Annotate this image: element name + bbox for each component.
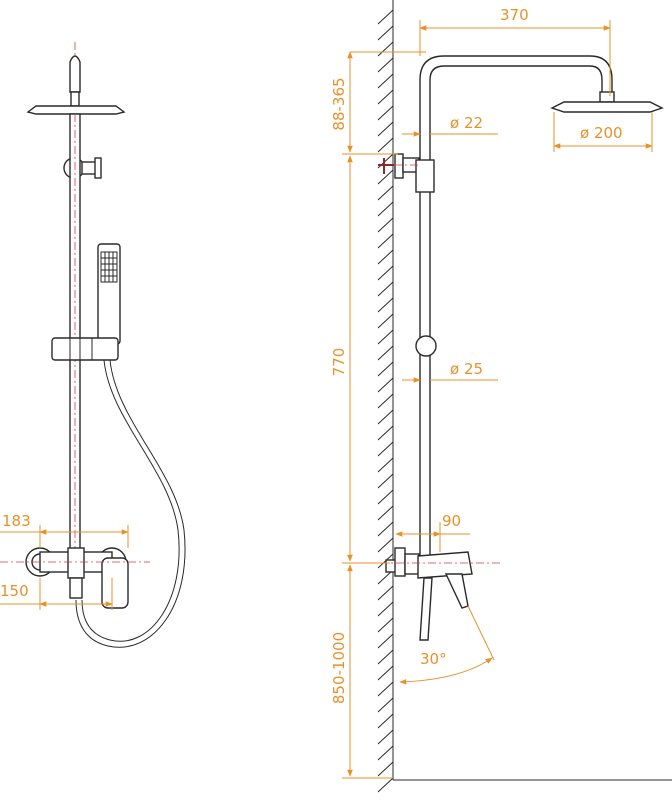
wall-hatch-line — [377, 617, 394, 633]
hose — [81, 359, 180, 642]
wall-hatch-line — [377, 505, 394, 521]
dim-pipe-top-diameter: ø 22 — [450, 114, 483, 132]
wall-hatch-line — [377, 537, 394, 553]
wall-hatch-line — [377, 121, 394, 137]
dim-mixer-depth: 90 — [442, 512, 461, 530]
wall-hatch-line — [377, 201, 394, 217]
wall-hatch-line — [377, 457, 394, 473]
wall-hatch-line — [377, 137, 394, 153]
wall-hatch-line — [377, 441, 394, 457]
wall-hatch-line — [377, 73, 394, 89]
dim-top-width: 370 — [500, 6, 529, 24]
wall-hatch-line — [377, 745, 394, 761]
slider-knob-side — [415, 335, 437, 357]
wall-hatch-line — [377, 649, 394, 665]
wall-hatch-line — [377, 697, 394, 713]
wall-hatch-line — [377, 345, 394, 361]
dim-mount-height: 850-1000 — [330, 632, 348, 704]
wall-bracket-side — [394, 153, 404, 179]
dim-head-diameter: ø 200 — [580, 124, 623, 142]
wall-hatch-line — [377, 57, 394, 73]
wall-hatch-line — [377, 777, 394, 793]
wall-hatch-line — [377, 217, 394, 233]
wall-hatch-line — [377, 761, 394, 777]
mixer-front — [25, 547, 129, 609]
wall-hatch-line — [377, 425, 394, 441]
wall-hatch-line — [377, 361, 394, 377]
wall-hatch-line — [377, 265, 394, 281]
dim-inlet-spacing: 150 — [0, 582, 29, 600]
wall-hatch-line — [377, 313, 394, 329]
wall-hatch-line — [377, 713, 394, 729]
wall-hatch-line — [377, 169, 394, 185]
wall-hatch-line — [377, 89, 394, 105]
wall-hatch-line — [377, 249, 394, 265]
dim-head-height-range: 88-365 — [330, 77, 348, 130]
dim-pipe-diameter: ø 25 — [450, 360, 483, 378]
wall-hatch-line — [377, 585, 394, 601]
dim-front-width: 183 — [2, 512, 31, 530]
wall-hatch-line — [377, 681, 394, 697]
wall-hatch-line — [377, 281, 394, 297]
wall-hatch-line — [377, 601, 394, 617]
wall-hatch-line — [377, 41, 394, 57]
slider-holder-front — [51, 337, 119, 361]
wall-hatch-line — [377, 409, 394, 425]
wall-hatch-line — [377, 633, 394, 649]
wall-hatch-line — [377, 185, 394, 201]
wall-hatch-line — [377, 105, 394, 121]
front-view: 183 150 — [0, 42, 186, 648]
wall-hatch-line — [377, 473, 394, 489]
wall-hatch-line — [377, 329, 394, 345]
wall-hatch-line — [377, 729, 394, 745]
wall-hatch-line — [377, 665, 394, 681]
wall-hatch-line — [377, 297, 394, 313]
rain-head-side — [550, 101, 664, 113]
side-view: 370 ø 200 ø 22 ø 25 90 30° 88-365 770 — [330, 6, 664, 779]
wall-hatch-line — [377, 393, 394, 409]
rain-head-front — [26, 105, 126, 115]
wall-hatch-line — [377, 25, 394, 41]
wall-hatch-line — [377, 521, 394, 537]
wall-hatch-line — [377, 233, 394, 249]
dim-column-height: 770 — [330, 348, 348, 377]
wall-hatch-line — [377, 489, 394, 505]
wall-hatch-line — [377, 9, 394, 25]
dim-spout-angle: 30° — [420, 650, 447, 668]
wall-hatch-line — [377, 377, 394, 393]
wall — [377, 0, 672, 793]
mixer-side — [380, 547, 500, 641]
